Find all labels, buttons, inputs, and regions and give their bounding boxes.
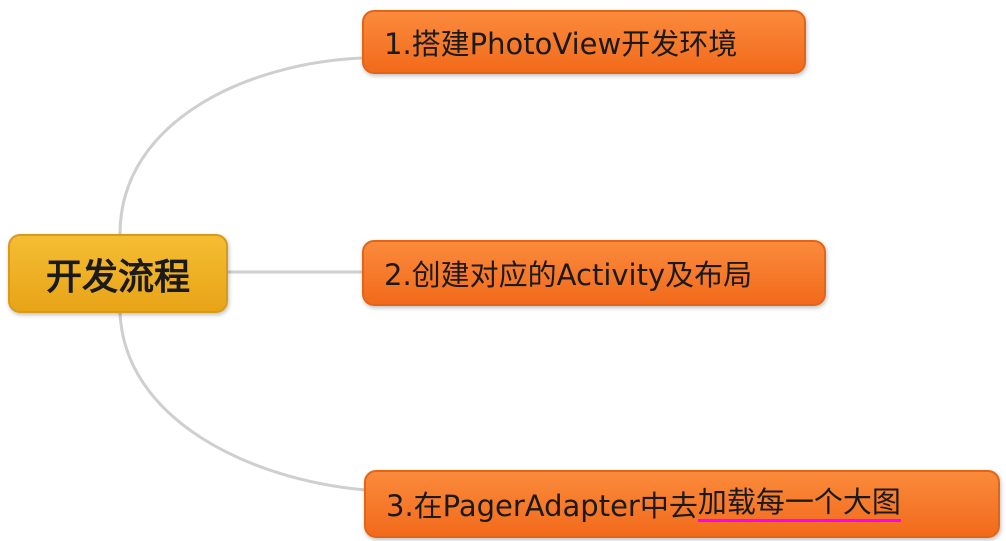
root-node[interactable]: 开发流程 (8, 234, 228, 313)
node-3-label: 3.在PagerAdapter中去 (386, 489, 698, 523)
node-1-label: 1.搭建PhotoView开发环境 (384, 27, 738, 61)
link-root-to-node-3 (118, 312, 367, 492)
node-3[interactable]: 3.在PagerAdapter中去加载每一个大图 (364, 470, 1000, 538)
link-root-to-node-1 (118, 56, 365, 235)
node-3-underlined-text: 加载每一个大图 (697, 485, 901, 523)
node-1[interactable]: 1.搭建PhotoView开发环境 (362, 10, 806, 74)
node-2-label: 2.创建对应的Activity及布局 (384, 258, 753, 292)
node-2[interactable]: 2.创建对应的Activity及布局 (362, 240, 826, 306)
root-node-label: 开发流程 (45, 256, 190, 298)
